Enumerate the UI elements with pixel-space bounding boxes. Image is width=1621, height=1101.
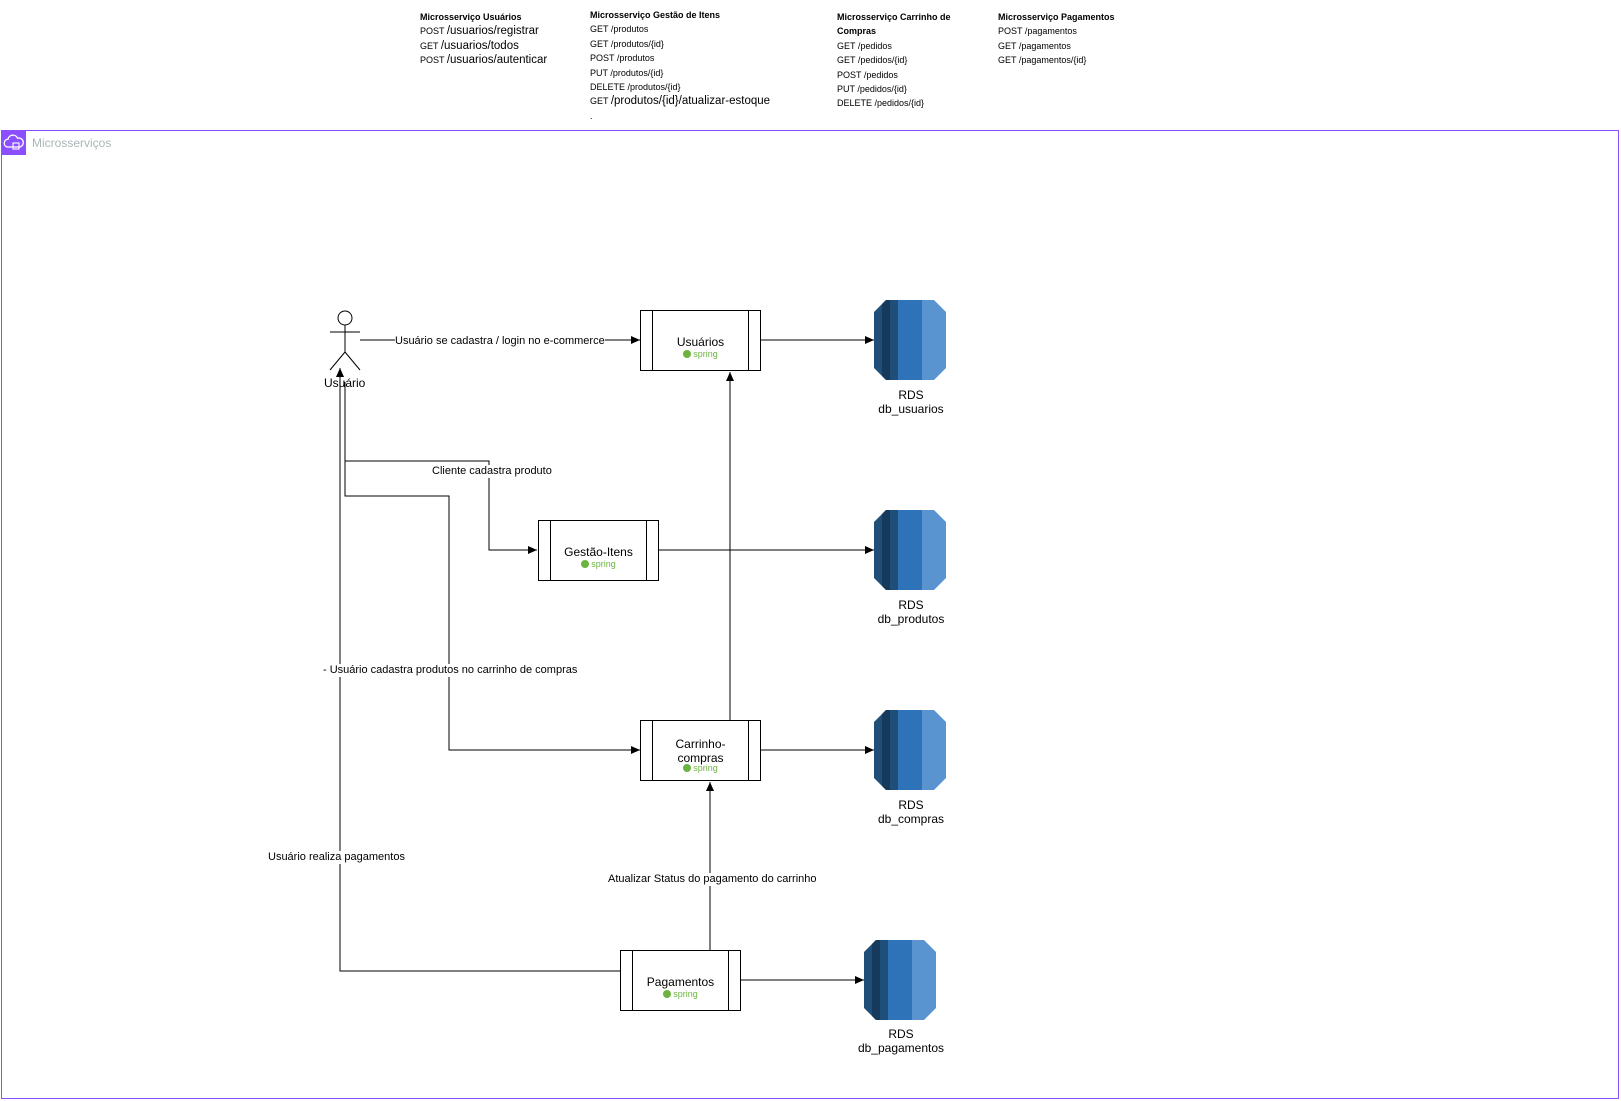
user-actor-icon bbox=[329, 310, 361, 371]
service-name: Pagamentos bbox=[646, 975, 715, 989]
db-name: db_usuarios bbox=[878, 402, 944, 416]
rds-database-icon bbox=[864, 940, 936, 1020]
service-name: Gestão-Itens bbox=[564, 545, 633, 559]
api-endpoint: GET /produtos/{id}/atualizar-estoque bbox=[590, 95, 771, 108]
edge-label-carrinho: - Usuário cadastra produtos no carrinho … bbox=[323, 664, 578, 677]
api-endpoint: DELETE /pedidos/{id} bbox=[837, 98, 925, 109]
db-name: db_pagamentos bbox=[857, 1041, 945, 1055]
service-pagamentos[interactable]: Pagamentos spring bbox=[620, 950, 741, 1011]
api-title: Microsserviço Pagamentos bbox=[998, 12, 1115, 22]
spring-logo-icon: spring bbox=[621, 989, 740, 999]
api-endpoint: GET /pagamentos bbox=[998, 40, 1071, 51]
edge-carrinho bbox=[344, 382, 640, 754]
edge-pagamento bbox=[336, 368, 620, 972]
api-endpoint: POST /produtos bbox=[590, 53, 655, 64]
service-name: Usuários bbox=[676, 335, 725, 349]
service-carrinho-compras[interactable]: Carrinho-compras spring bbox=[640, 720, 761, 781]
db-label-produtos: RDS db_produtos bbox=[851, 598, 971, 626]
api-title: Microsserviço Gestão de Itens bbox=[590, 10, 721, 20]
spring-logo-icon: spring bbox=[641, 349, 760, 359]
api-endpoint: GET /pedidos bbox=[837, 40, 892, 51]
db-label-usuarios: RDS db_usuarios bbox=[851, 388, 971, 416]
api-endpoint: POST /pagamentos bbox=[998, 26, 1077, 37]
db-name: db_produtos bbox=[877, 612, 945, 626]
api-endpoint: GET /produtos/{id} bbox=[590, 38, 664, 49]
service-name: Carrinho-compras bbox=[675, 737, 726, 765]
api-endpoint: GET /pedidos/{id} bbox=[837, 55, 908, 66]
api-endpoint: . bbox=[590, 110, 593, 121]
actor-label: Usuário bbox=[324, 376, 366, 390]
api-endpoint: GET /pagamentos/{id} bbox=[998, 55, 1087, 66]
service-gestao-itens[interactable]: Gestão-Itens spring bbox=[538, 520, 659, 581]
rds-database-icon bbox=[874, 300, 946, 380]
cloud-icon bbox=[1, 130, 26, 155]
spring-logo-icon: spring bbox=[641, 763, 760, 773]
db-type: RDS bbox=[898, 798, 924, 812]
api-endpoint: POST /usuarios/autenticar bbox=[420, 54, 548, 67]
edge-label-produto: Cliente cadastra produto bbox=[432, 465, 552, 478]
api-title: Microsserviço Carrinho de Compras bbox=[837, 12, 951, 37]
service-usuarios[interactable]: Usuários spring bbox=[640, 310, 761, 371]
group-label: Microsserviços bbox=[32, 136, 112, 150]
db-type: RDS bbox=[898, 388, 924, 402]
edge-label-login: Usuário se cadastra / login no e-commerc… bbox=[395, 335, 605, 348]
api-endpoint: GET /usuarios/todos bbox=[420, 39, 519, 52]
edge-label-status: Atualizar Status do pagamento do carrinh… bbox=[608, 873, 817, 886]
rds-database-icon bbox=[874, 510, 946, 590]
db-type: RDS bbox=[898, 598, 924, 612]
api-endpoint: PUT /pedidos/{id} bbox=[837, 84, 907, 95]
api-endpoint: GET /produtos bbox=[590, 24, 649, 35]
edge-label-pagamento: Usuário realiza pagamentos bbox=[268, 851, 405, 864]
api-endpoint: POST /pedidos bbox=[837, 69, 898, 80]
rds-database-icon bbox=[874, 710, 946, 790]
api-endpoint: DELETE /produtos/{id} bbox=[590, 82, 681, 93]
api-title: Microsserviço Usuários bbox=[420, 12, 522, 22]
db-name: db_compras bbox=[877, 812, 945, 826]
api-endpoint: POST /usuarios/registrar bbox=[420, 25, 539, 38]
db-label-compras: RDS db_compras bbox=[851, 798, 971, 826]
microservices-group bbox=[1, 130, 1619, 1099]
db-type: RDS bbox=[888, 1027, 914, 1041]
db-label-pagamentos: RDS db_pagamentos bbox=[841, 1027, 961, 1055]
api-endpoint: PUT /produtos/{id} bbox=[590, 67, 664, 78]
spring-logo-icon: spring bbox=[539, 559, 658, 569]
